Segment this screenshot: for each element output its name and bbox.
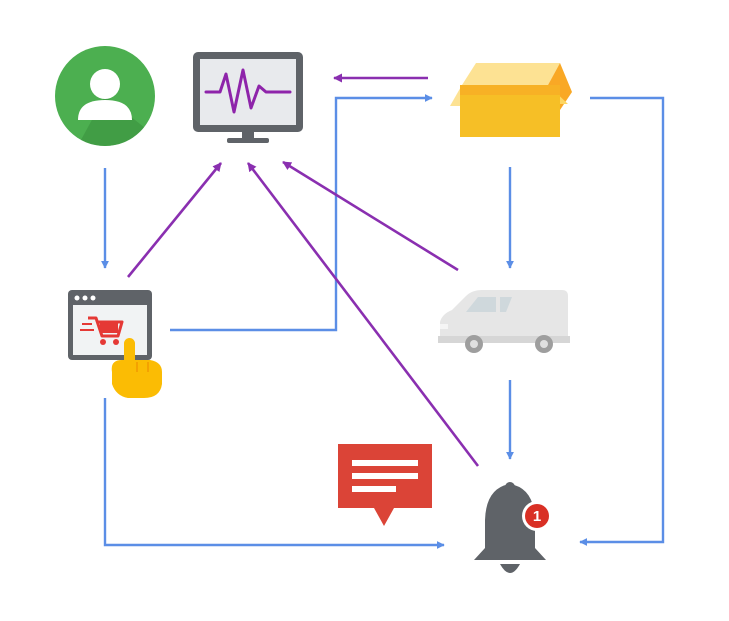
message-icon <box>338 444 432 526</box>
arrow-store-to-monitor <box>126 162 223 278</box>
arrow-store-to-box <box>170 94 433 332</box>
web-store-click-icon <box>68 290 162 398</box>
notification-badge: 1 <box>522 501 552 531</box>
package-box-icon <box>450 63 572 137</box>
notification-count: 1 <box>533 508 541 525</box>
flow-arrows <box>101 94 665 549</box>
arrow-box-to-bell <box>579 96 665 546</box>
cart-icon <box>80 316 124 345</box>
monitor-arrows <box>126 73 480 467</box>
monitoring-screen-icon <box>193 52 303 143</box>
user-icon <box>55 46 155 146</box>
pointing-hand-icon <box>111 338 162 398</box>
arrow-store-to-bell <box>103 398 445 549</box>
delivery-van-icon <box>438 290 570 353</box>
arrow-van-to-monitor <box>282 160 459 272</box>
notification-bell-icon: 1 <box>474 482 552 573</box>
arrow-bell-to-monitor <box>246 162 480 467</box>
